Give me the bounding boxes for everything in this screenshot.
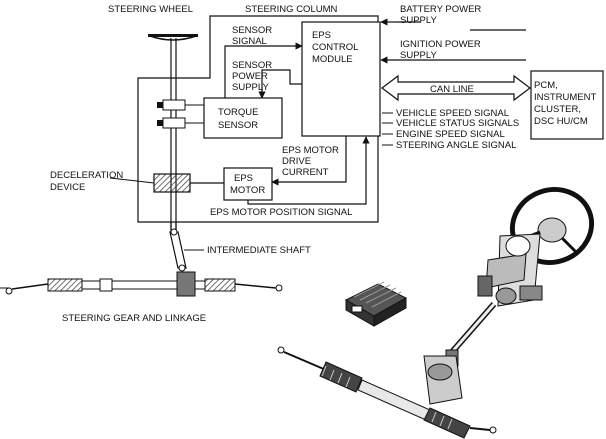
- pcm-label-1: PCM,: [534, 80, 558, 91]
- eps-motor-drive-current-label-3: CURRENT: [282, 167, 329, 178]
- eps-motor-drive-current-label-2: DRIVE: [282, 156, 311, 167]
- eps-motor-drive-current-label-1: EPS MOTOR: [282, 145, 339, 156]
- ignition-power-supply-label-2: SUPPLY: [400, 50, 437, 61]
- sensor-signal-arrow: [224, 42, 303, 98]
- steering-wheel-icon: [148, 34, 198, 41]
- torque-sensor-label-2: SENSOR: [218, 120, 258, 131]
- pcm-label-4: DSC HU/CM: [534, 116, 588, 127]
- steering-wheel-label: STEERING WHEEL: [108, 4, 193, 15]
- steering-column-assembly-icon: [445, 187, 595, 367]
- eps-control-module-box: [301, 21, 381, 137]
- eps-motor-label-2: MOTOR: [230, 185, 265, 196]
- intermediate-shaft-label: INTERMEDIATE SHAFT: [207, 245, 311, 256]
- deceleration-device-icon: [153, 173, 224, 193]
- steering-gear-assembly-icon: [277, 346, 497, 439]
- steering-shaft: [170, 38, 177, 230]
- ignition-power-supply-label-1: IGNITION POWER: [400, 39, 481, 50]
- steering-gear-and-linkage-label: STEERING GEAR AND LINKAGE: [62, 313, 206, 324]
- pcm-box: [530, 70, 604, 140]
- sensor-signal-label-1: SENSOR: [232, 25, 272, 36]
- eps-control-module-label-3: MODULE: [312, 54, 353, 65]
- steering-column-label: STEERING COLUMN: [245, 4, 338, 15]
- eps-motor-drive-current-arrow: [271, 136, 347, 186]
- engine-speed-signal-label: ENGINE SPEED SIGNAL: [396, 129, 505, 140]
- battery-power-supply-label-2: SUPPLY: [400, 15, 437, 26]
- battery-power-supply-label-1: BATTERY POWER: [400, 4, 481, 15]
- eps-motor-position-signal-arrow: [247, 136, 370, 205]
- intermediate-shaft-icon: [169, 222, 187, 272]
- eps-control-module-label-2: CONTROL: [312, 42, 358, 53]
- sensor-power-supply-arrow: [258, 69, 302, 99]
- steering-gear-linkage-icon: [0, 271, 283, 297]
- sensor-signal-label-2: SIGNAL: [232, 36, 267, 47]
- eps-control-module-label-1: EPS: [312, 30, 331, 41]
- deceleration-device-label-1: DECELERATION: [50, 170, 123, 181]
- eps-motor-box: [223, 167, 273, 201]
- torque-sensor-label-1: TORQUE: [218, 107, 258, 118]
- pcm-label-3: CLUSTER,: [534, 104, 581, 115]
- eps-control-module-unit-icon: [344, 281, 408, 327]
- can-line-label: CAN LINE: [430, 84, 474, 95]
- torque-sensor-coupling-icon: [157, 99, 204, 129]
- sensor-power-supply-label-3: SUPPLY: [232, 82, 269, 93]
- eps-motor-label-1: EPS: [234, 173, 253, 184]
- pcm-label-2: INSTRUMENT: [534, 92, 596, 103]
- can-line-arrow: [381, 74, 531, 102]
- sensor-power-supply-label-1: SENSOR: [232, 60, 272, 71]
- steering-angle-signal-label: STEERING ANGLE SIGNAL: [396, 140, 516, 151]
- deceleration-device-label-2: DEVICE: [50, 182, 85, 193]
- sensor-power-supply-label-2: POWER: [232, 71, 268, 82]
- eps-motor-position-signal-label: EPS MOTOR POSITION SIGNAL: [210, 207, 352, 218]
- vehicle-speed-signal-label: VEHICLE SPEED SIGNAL: [396, 108, 509, 119]
- vehicle-status-signals-label: VEHICLE STATUS SIGNALS: [396, 118, 519, 129]
- steering-column-box: [137, 15, 379, 223]
- torque-sensor-box: [203, 97, 283, 139]
